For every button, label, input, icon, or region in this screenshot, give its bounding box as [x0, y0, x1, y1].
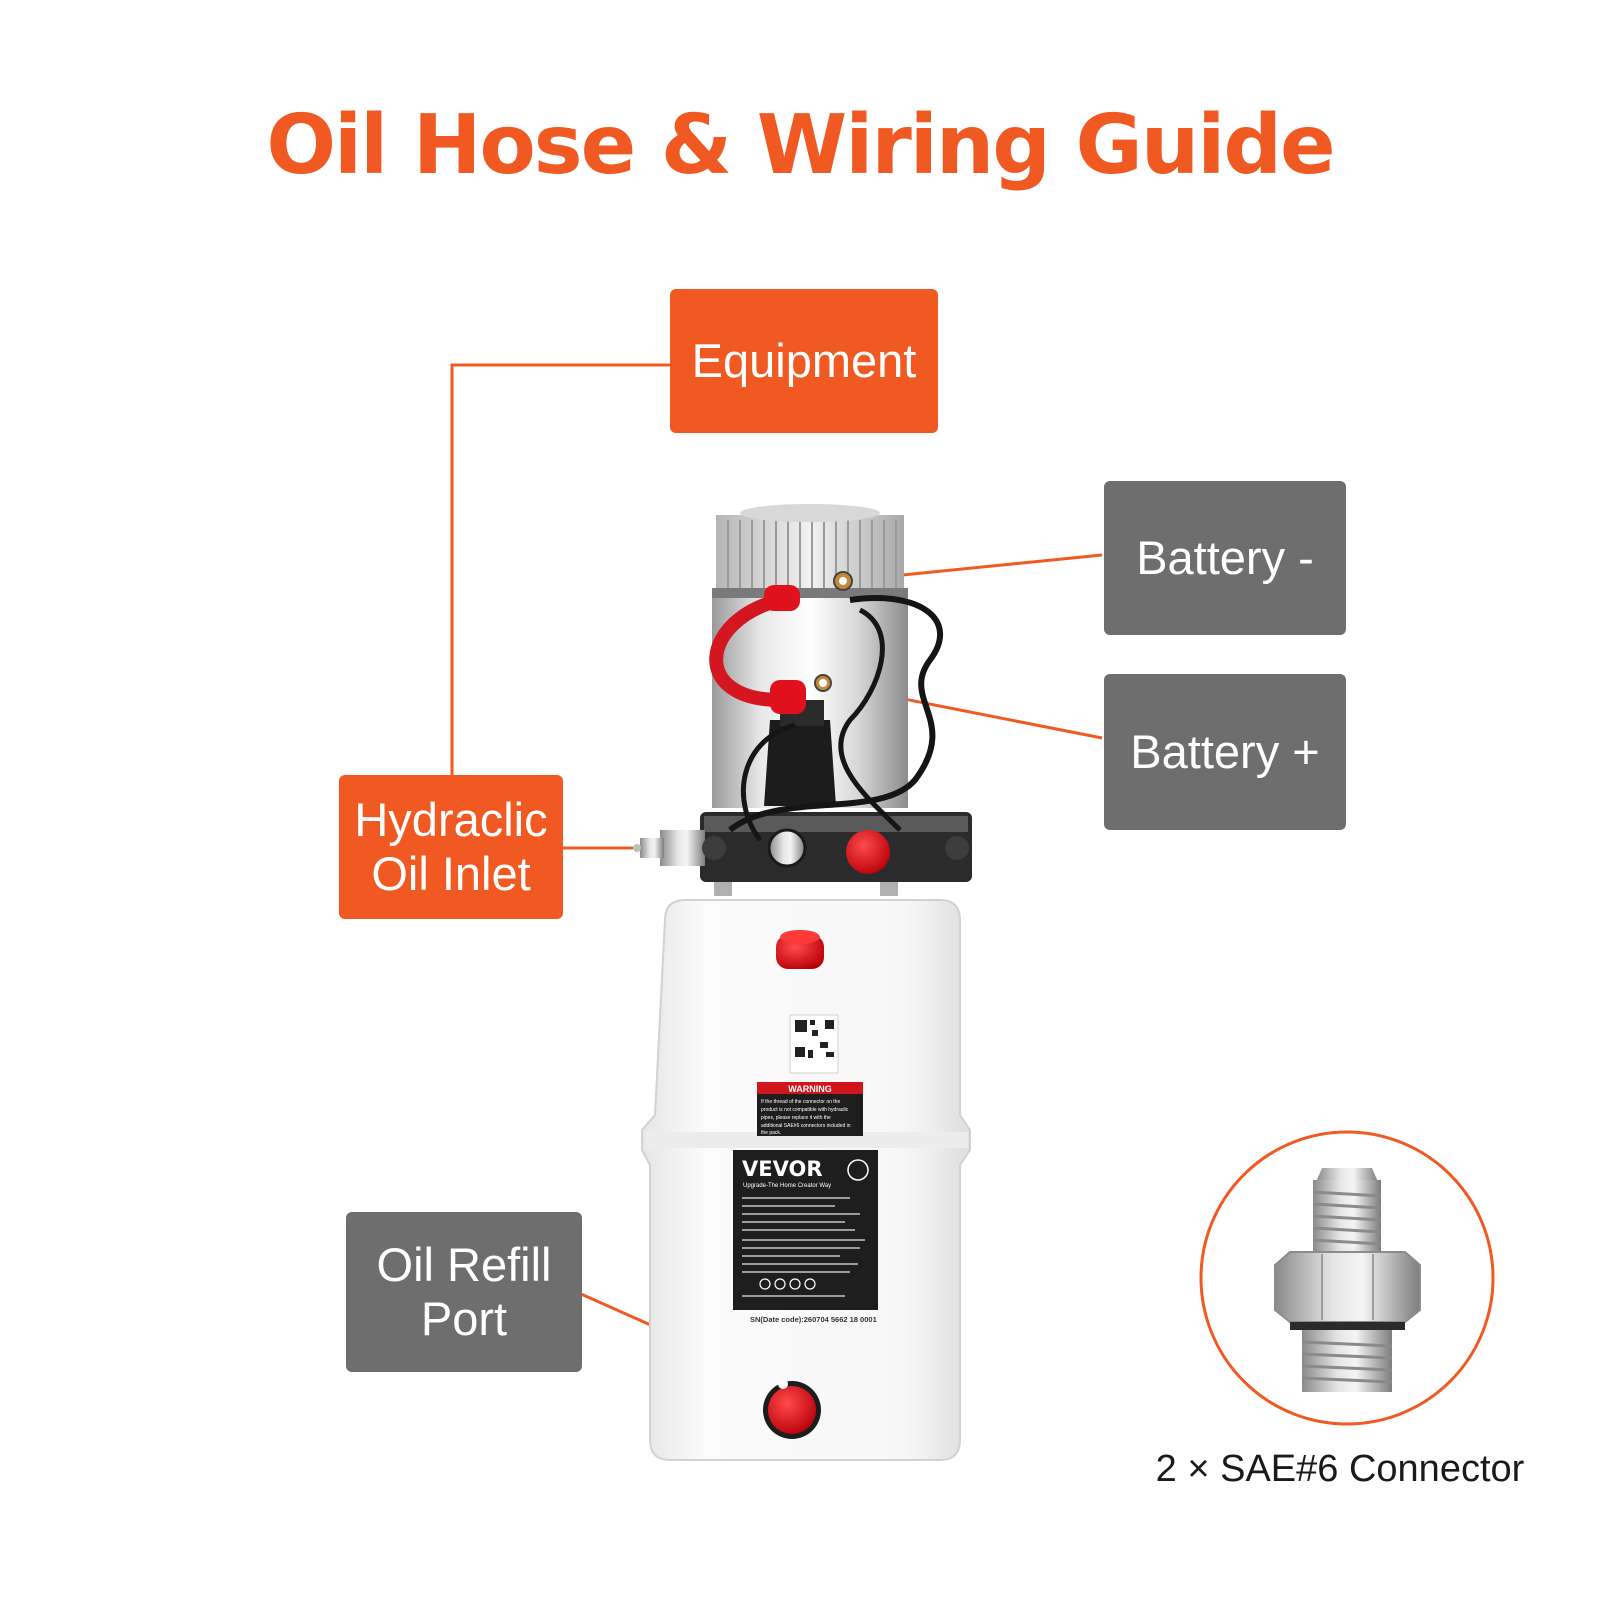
connector-caption: 2 × SAE#6 Connector [1155, 1448, 1525, 1490]
oil-tank: WARNING If the thread of the connector o… [641, 899, 971, 1461]
refill-port-marker [778, 1379, 788, 1389]
serial-number: SN(Date code):260704 5662 18 0001 [750, 1315, 877, 1324]
etl-mark-icon [847, 1159, 869, 1181]
electric-motor [709, 504, 944, 842]
top-tank-cap [776, 930, 824, 969]
oil-refill-port-label: Oil Refill Port [346, 1212, 582, 1372]
warning-title: WARNING [788, 1084, 832, 1094]
battery-minus-label-text: Battery - [1136, 531, 1314, 584]
warning-text-line-1: If the thread of the connector on the [761, 1099, 840, 1105]
equipment-leader-line [450, 363, 670, 775]
red-terminal-boot-upper [764, 585, 800, 611]
red-terminal-boot-lower [770, 680, 806, 714]
sae6-connector-inset [1199, 1130, 1495, 1426]
sae6-connector-icon [1274, 1168, 1421, 1392]
oil-inlet-label-line-2: Oil Inlet [371, 847, 531, 900]
battery-minus-label: Battery - [1104, 481, 1346, 635]
warning-text-line-4: additional SAE#6 connectors included in [761, 1123, 851, 1129]
oil-refill-port-label-line-1: Oil Refill [376, 1238, 552, 1291]
oil-refill-port-cap [763, 1379, 821, 1439]
equipment-label: Equipment [670, 289, 938, 433]
warning-text-line-3: pipes, please replace it with the [761, 1115, 831, 1121]
relief-valve-cap [846, 830, 890, 874]
warning-text-line-5: the pack. [761, 1130, 781, 1136]
qr-code-icon [795, 1020, 834, 1058]
battery-plus-label: Battery + [1104, 674, 1346, 830]
hydraulic-power-unit: WARNING If the thread of the connector o… [633, 504, 972, 1461]
oil-inlet-label-line-1: Hydraclic [354, 793, 548, 846]
oil-inlet-label: Hydraclic Oil Inlet [339, 775, 563, 919]
equipment-label-text: Equipment [691, 334, 917, 387]
page-title: Oil Hose & Wiring Guide [266, 98, 1335, 193]
oil-inlet-port-marker [633, 844, 641, 852]
brand-tagline: Upgrade-The Home Creator Way [743, 1183, 831, 1189]
warning-text-line-2: product is not compatible with hydraulic [761, 1107, 849, 1113]
brand-logo: VEVOR [742, 1157, 823, 1181]
valve-block [633, 812, 972, 896]
certification-marks-icon [759, 1278, 816, 1290]
oil-refill-port-label-line-2: Port [420, 1292, 508, 1345]
battery-plus-label-text: Battery + [1130, 725, 1320, 778]
